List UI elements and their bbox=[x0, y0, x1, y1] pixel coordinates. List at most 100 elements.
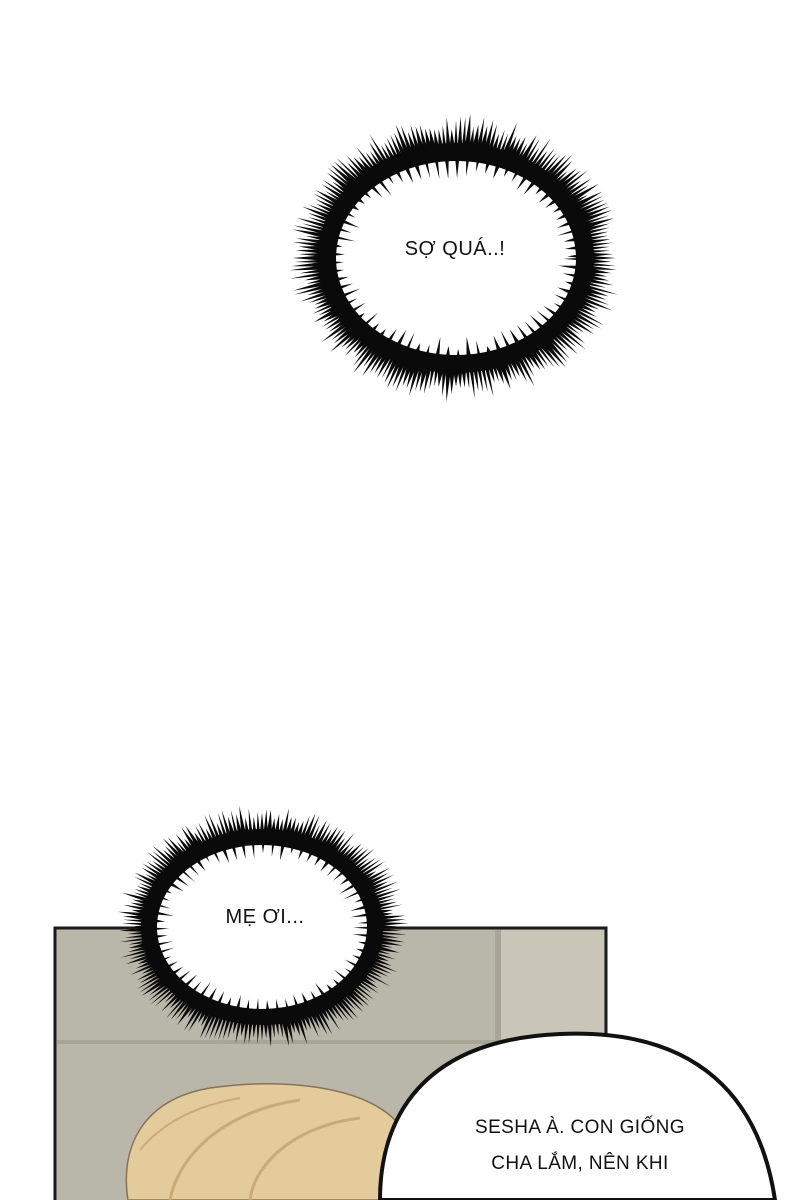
bubble-spike bbox=[434, 129, 439, 147]
bubble-spike bbox=[307, 815, 320, 840]
speech-text: SESHA À. CON GIỐNG CHA LẮM, NÊN KHI bbox=[420, 1110, 740, 1182]
bubble-spike bbox=[182, 870, 196, 883]
bubble-spike bbox=[208, 987, 217, 1001]
bubble-spike bbox=[359, 858, 382, 875]
bubble-spike bbox=[588, 282, 607, 288]
bubble-spike bbox=[332, 979, 340, 986]
bubble-spike bbox=[375, 952, 396, 960]
bubble-spike bbox=[373, 957, 392, 966]
bubble-spike bbox=[358, 156, 372, 172]
bubble-spike bbox=[364, 192, 372, 199]
bubble-spike bbox=[320, 861, 330, 872]
bubble-spike bbox=[170, 882, 184, 892]
bubble-spike bbox=[307, 1014, 319, 1038]
bubble-spike bbox=[457, 370, 463, 389]
bubble-spike bbox=[549, 154, 573, 179]
bubble-spike bbox=[342, 845, 355, 859]
bubble-spike bbox=[558, 265, 577, 269]
bubble-spike bbox=[589, 275, 610, 281]
bubble-spike bbox=[314, 856, 322, 866]
bubble-spike bbox=[300, 815, 310, 838]
bubble-spike bbox=[456, 348, 460, 356]
bubble-spike bbox=[122, 919, 144, 923]
thought-bubble-2 bbox=[118, 805, 409, 1048]
bubble-spike bbox=[488, 366, 495, 383]
bubble-spike bbox=[336, 832, 355, 854]
bubble-spike bbox=[500, 330, 510, 347]
bubble-spike bbox=[554, 294, 567, 301]
bubble-spike bbox=[292, 229, 324, 238]
bubble-spike bbox=[542, 341, 566, 368]
bubble-spike bbox=[344, 959, 357, 967]
bubble-spike bbox=[363, 871, 377, 880]
bubble-spike bbox=[591, 259, 612, 264]
bubble-spike bbox=[315, 982, 325, 996]
bubble-spike bbox=[183, 1007, 201, 1031]
bubble-spike bbox=[298, 849, 304, 860]
bubble-spike bbox=[534, 348, 549, 367]
bubble-spike bbox=[181, 827, 198, 849]
bubble-spike bbox=[306, 852, 313, 862]
thought-text-2: MẸ ƠI... bbox=[225, 906, 305, 928]
bubble-spike bbox=[344, 968, 352, 973]
bubble-spike bbox=[305, 235, 323, 241]
bubble-spike bbox=[343, 891, 359, 900]
bubble-spike bbox=[537, 346, 555, 368]
bubble-spike bbox=[366, 873, 389, 886]
bubble-spike bbox=[314, 297, 331, 305]
bubble-spike bbox=[139, 977, 163, 993]
bubble-spike bbox=[165, 998, 185, 1019]
bubble-spike bbox=[321, 322, 348, 343]
bubble-spike bbox=[308, 217, 328, 225]
bubble-spike bbox=[352, 987, 370, 1002]
bubble-spike bbox=[196, 860, 206, 871]
bubble-spike bbox=[554, 171, 568, 183]
bubble-spike bbox=[158, 941, 173, 946]
bubble-spike bbox=[485, 163, 490, 174]
bubble-spike bbox=[578, 302, 597, 313]
bubble-spike bbox=[279, 845, 285, 861]
bubble-spike bbox=[423, 368, 432, 394]
bubble-spike bbox=[591, 265, 617, 270]
bubble-spike bbox=[285, 998, 289, 1008]
bubble-spike bbox=[241, 845, 246, 859]
bubble-spike bbox=[347, 298, 358, 304]
bubble-spike bbox=[306, 278, 324, 284]
bubble-spike bbox=[227, 816, 235, 835]
bubble-spike bbox=[321, 184, 343, 199]
bubble-spike bbox=[507, 361, 517, 381]
bubble-spike bbox=[236, 813, 242, 834]
bubble-spike bbox=[136, 969, 157, 981]
bubble-spike bbox=[233, 1020, 238, 1035]
bubble-spike bbox=[156, 919, 166, 923]
bubble-spike bbox=[395, 362, 409, 392]
bubble-spike bbox=[484, 119, 494, 149]
bubble-spike bbox=[303, 1015, 312, 1030]
bubble-spike bbox=[331, 325, 350, 340]
bubble-spike bbox=[330, 164, 356, 186]
bubble-spike bbox=[406, 364, 417, 389]
bubble-spike bbox=[134, 888, 151, 896]
bubble-spike bbox=[590, 272, 608, 277]
speech-line-2: CHA LẮM, NÊN KHI bbox=[491, 1153, 669, 1174]
bubble-spike bbox=[267, 809, 272, 832]
bubble-spike bbox=[337, 236, 356, 242]
bubble-spike bbox=[308, 294, 329, 303]
bubble-spike bbox=[363, 974, 377, 983]
bubble-spike bbox=[429, 128, 436, 148]
bubble-spike bbox=[217, 991, 225, 1004]
bubble-spike bbox=[185, 974, 198, 987]
bubble-spike bbox=[276, 998, 279, 1010]
bubble-spike bbox=[469, 126, 474, 146]
bubble-spike bbox=[510, 137, 521, 157]
bubble-spike bbox=[396, 329, 407, 345]
bubble-spike bbox=[128, 952, 149, 960]
bubble-spike bbox=[322, 179, 345, 196]
bubble-spike bbox=[588, 231, 609, 238]
bubble-spike bbox=[244, 1022, 249, 1045]
bubble-spike bbox=[139, 971, 159, 984]
bubble-spike bbox=[551, 160, 573, 181]
bubble-spike bbox=[347, 991, 365, 1008]
bubble-spike bbox=[204, 1014, 217, 1039]
bubble-spike bbox=[376, 898, 395, 905]
